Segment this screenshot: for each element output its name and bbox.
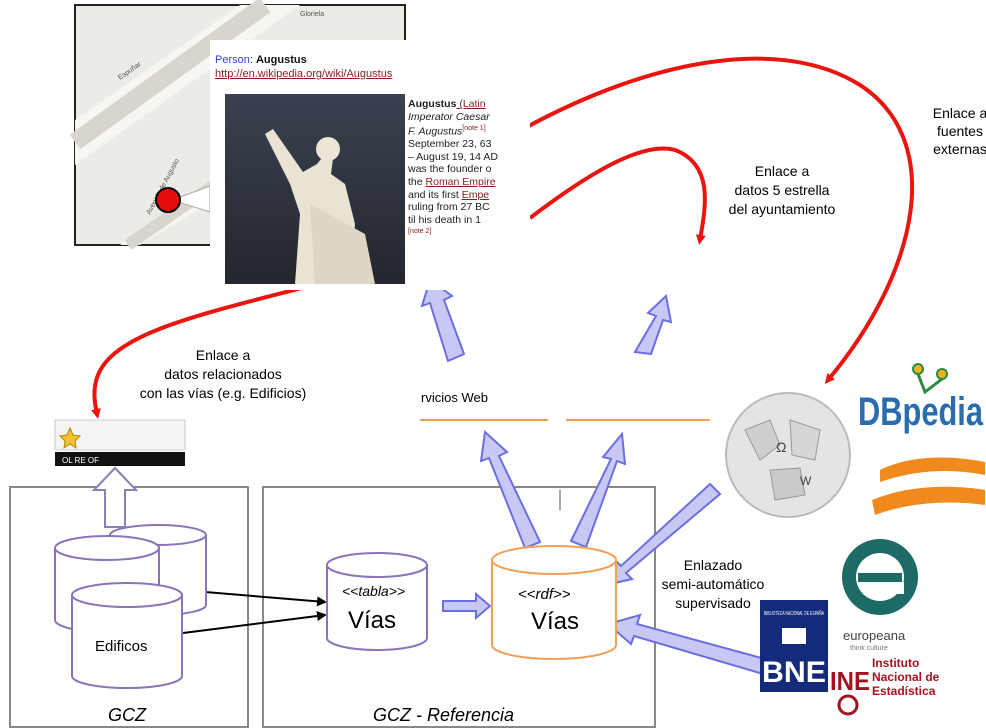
label-enlace-5-estrellas: Enlace a datos 5 estrella del ayuntamien…: [729, 163, 836, 217]
arrow-rdf-to-services-left: [479, 429, 542, 550]
arrow-to-5-star-data: [528, 146, 707, 245]
bio-footnote[interactable]: [note 2]: [408, 228, 432, 236]
ine-logo: INE Instituto Nacional de Estadística: [830, 652, 940, 716]
bio-text: F. Augustus: [408, 125, 463, 138]
svg-text:Ω: Ω: [776, 439, 786, 455]
wikipedia-popup: Person: Augustus http://en.wikipedia.org…: [210, 40, 530, 290]
svg-text:externas: externas: [933, 141, 986, 157]
bio-text: Augustus: [408, 98, 457, 110]
bio-link[interactable]: Empe: [461, 188, 490, 201]
bio-text: Imperator Caesar: [408, 110, 490, 123]
bio-text: September 23, 63: [408, 138, 492, 151]
svg-text:Estadística: Estadística: [872, 684, 936, 698]
db-vias-rdf-stereotype: <<rdf>>: [518, 586, 571, 603]
person-type: Person: Augustus: [215, 54, 307, 66]
blue-block-arrows: [420, 278, 778, 678]
map-street-label: Gloriela: [300, 11, 324, 18]
person-url[interactable]: http://en.wikipedia.org/wiki/Augustus: [215, 68, 393, 80]
region-gcz-referencia-label: GCZ - Referencia: [373, 705, 514, 725]
svg-text:BIBLIOTECA NACIONAL DE ESPAÑA: BIBLIOTECA NACIONAL DE ESPAÑA: [764, 610, 824, 617]
bio-text: the: [408, 176, 426, 189]
europeana-logo: europeana think culture: [842, 539, 918, 652]
label-enlace-relacionados: Enlace a datos relacionados con las vías…: [140, 347, 307, 401]
svg-text:Enlace a: Enlace a: [755, 163, 810, 179]
svg-text:Nacional de: Nacional de: [872, 670, 940, 684]
service-boxes: [420, 419, 710, 510]
bio-line: Augustus (Latin: [408, 98, 530, 111]
db-vias-tabla-label: Vías: [348, 607, 396, 634]
arrow-rdf-to-services-right: [569, 431, 627, 549]
svg-text:W: W: [800, 474, 812, 488]
svg-text:Enlace a: Enlace a: [196, 347, 251, 363]
bio-line: was the founder o: [408, 163, 530, 176]
svg-text:semi-automático: semi-automático: [662, 576, 765, 592]
db-vias-rdf: [491, 545, 617, 660]
bio-line: Imperator Caesar: [408, 111, 530, 124]
svg-text:Instituto: Instituto: [872, 656, 919, 670]
arrow-bne-to-rdf: [605, 613, 778, 678]
svg-text:del ayuntamiento: del ayuntamiento: [729, 201, 836, 217]
bio-link[interactable]: (Latin: [456, 98, 486, 110]
bio-line: F. Augustus[note 1]: [408, 123, 530, 138]
servicios-web-label: rvicios Web: [421, 390, 488, 405]
svg-text:europeana: europeana: [843, 628, 906, 643]
icon-bar-text: OL RE OF: [62, 456, 99, 465]
svg-text:con las vías (e.g. Edificios): con las vías (e.g. Edificios): [140, 385, 307, 401]
bio-line: the Roman Empire: [408, 176, 530, 189]
map-pointer: [155, 185, 211, 213]
bio-text: til his death in 1: [408, 213, 481, 226]
svg-text:datos relacionados: datos relacionados: [164, 366, 282, 382]
bne-logo: BIBLIOTECA NACIONAL DE ESPAÑA BNE: [760, 600, 828, 692]
person-name: Augustus: [255, 54, 307, 66]
region-gcz-label: GCZ: [108, 705, 147, 725]
black-arrows: [182, 591, 327, 634]
arrow-tabla-to-rdf: [442, 591, 492, 621]
svg-text:Enlazado: Enlazado: [684, 557, 743, 573]
svg-text:INE: INE: [830, 666, 870, 696]
red-es-flame-logo: [872, 457, 985, 515]
arrow-services-to-5star: [633, 294, 673, 356]
augustus-statue-image: [225, 94, 405, 284]
svg-text:Enlace a: Enlace a: [933, 105, 986, 121]
bio-footnote[interactable]: [note 1]: [462, 125, 486, 133]
wikipedia-globe-icon: Ω W: [725, 392, 851, 518]
arrow-edificios-up: [91, 466, 139, 528]
db-vias-tabla: [326, 552, 428, 651]
svg-text:datos 5 estrella: datos 5 estrella: [735, 182, 830, 198]
linked-data-icon-bar: OL RE OF: [54, 419, 186, 466]
bio-link[interactable]: Roman Empire: [425, 176, 496, 189]
arrow-services-to-popup: [420, 278, 466, 363]
svg-text:think culture: think culture: [850, 645, 888, 652]
bio-line: and its first Empe: [408, 189, 530, 202]
bio-line: til his death in 1: [408, 214, 530, 227]
bio-line: – August 19, 14 AD: [408, 151, 530, 164]
svg-text:fuentes: fuentes: [937, 123, 983, 139]
db-edificios-label: Edificos: [95, 638, 148, 655]
region-gcz-referencia: [262, 486, 656, 728]
bio-text: – August 19, 14 AD: [408, 150, 498, 163]
bio-line: September 23, 63: [408, 138, 530, 151]
bio-line: [note 2]: [408, 226, 530, 241]
label-enlazado: Enlazado semi-automático supervisado: [662, 557, 765, 611]
db-vias-rdf-label: Vías: [531, 608, 579, 635]
svg-text:DBpedia: DBpedia: [858, 390, 984, 434]
bio-text: ruling from 27 BC: [408, 201, 490, 214]
svg-text:BNE: BNE: [762, 656, 826, 689]
bio-text: and its first: [408, 188, 462, 201]
bio-line: ruling from 27 BC: [408, 201, 530, 214]
bio-text: was the founder o: [408, 163, 492, 176]
svg-text:supervisado: supervisado: [675, 595, 751, 611]
dbpedia-logo: DBpedia: [858, 363, 984, 434]
db-vias-tabla-stereotype: <<tabla>>: [342, 583, 405, 599]
label-enlace-fuentes: Enlace a fuentes externas: [933, 105, 986, 157]
arrow-to-external-sources: [524, 56, 914, 384]
db-edificios-stack: [54, 524, 207, 689]
